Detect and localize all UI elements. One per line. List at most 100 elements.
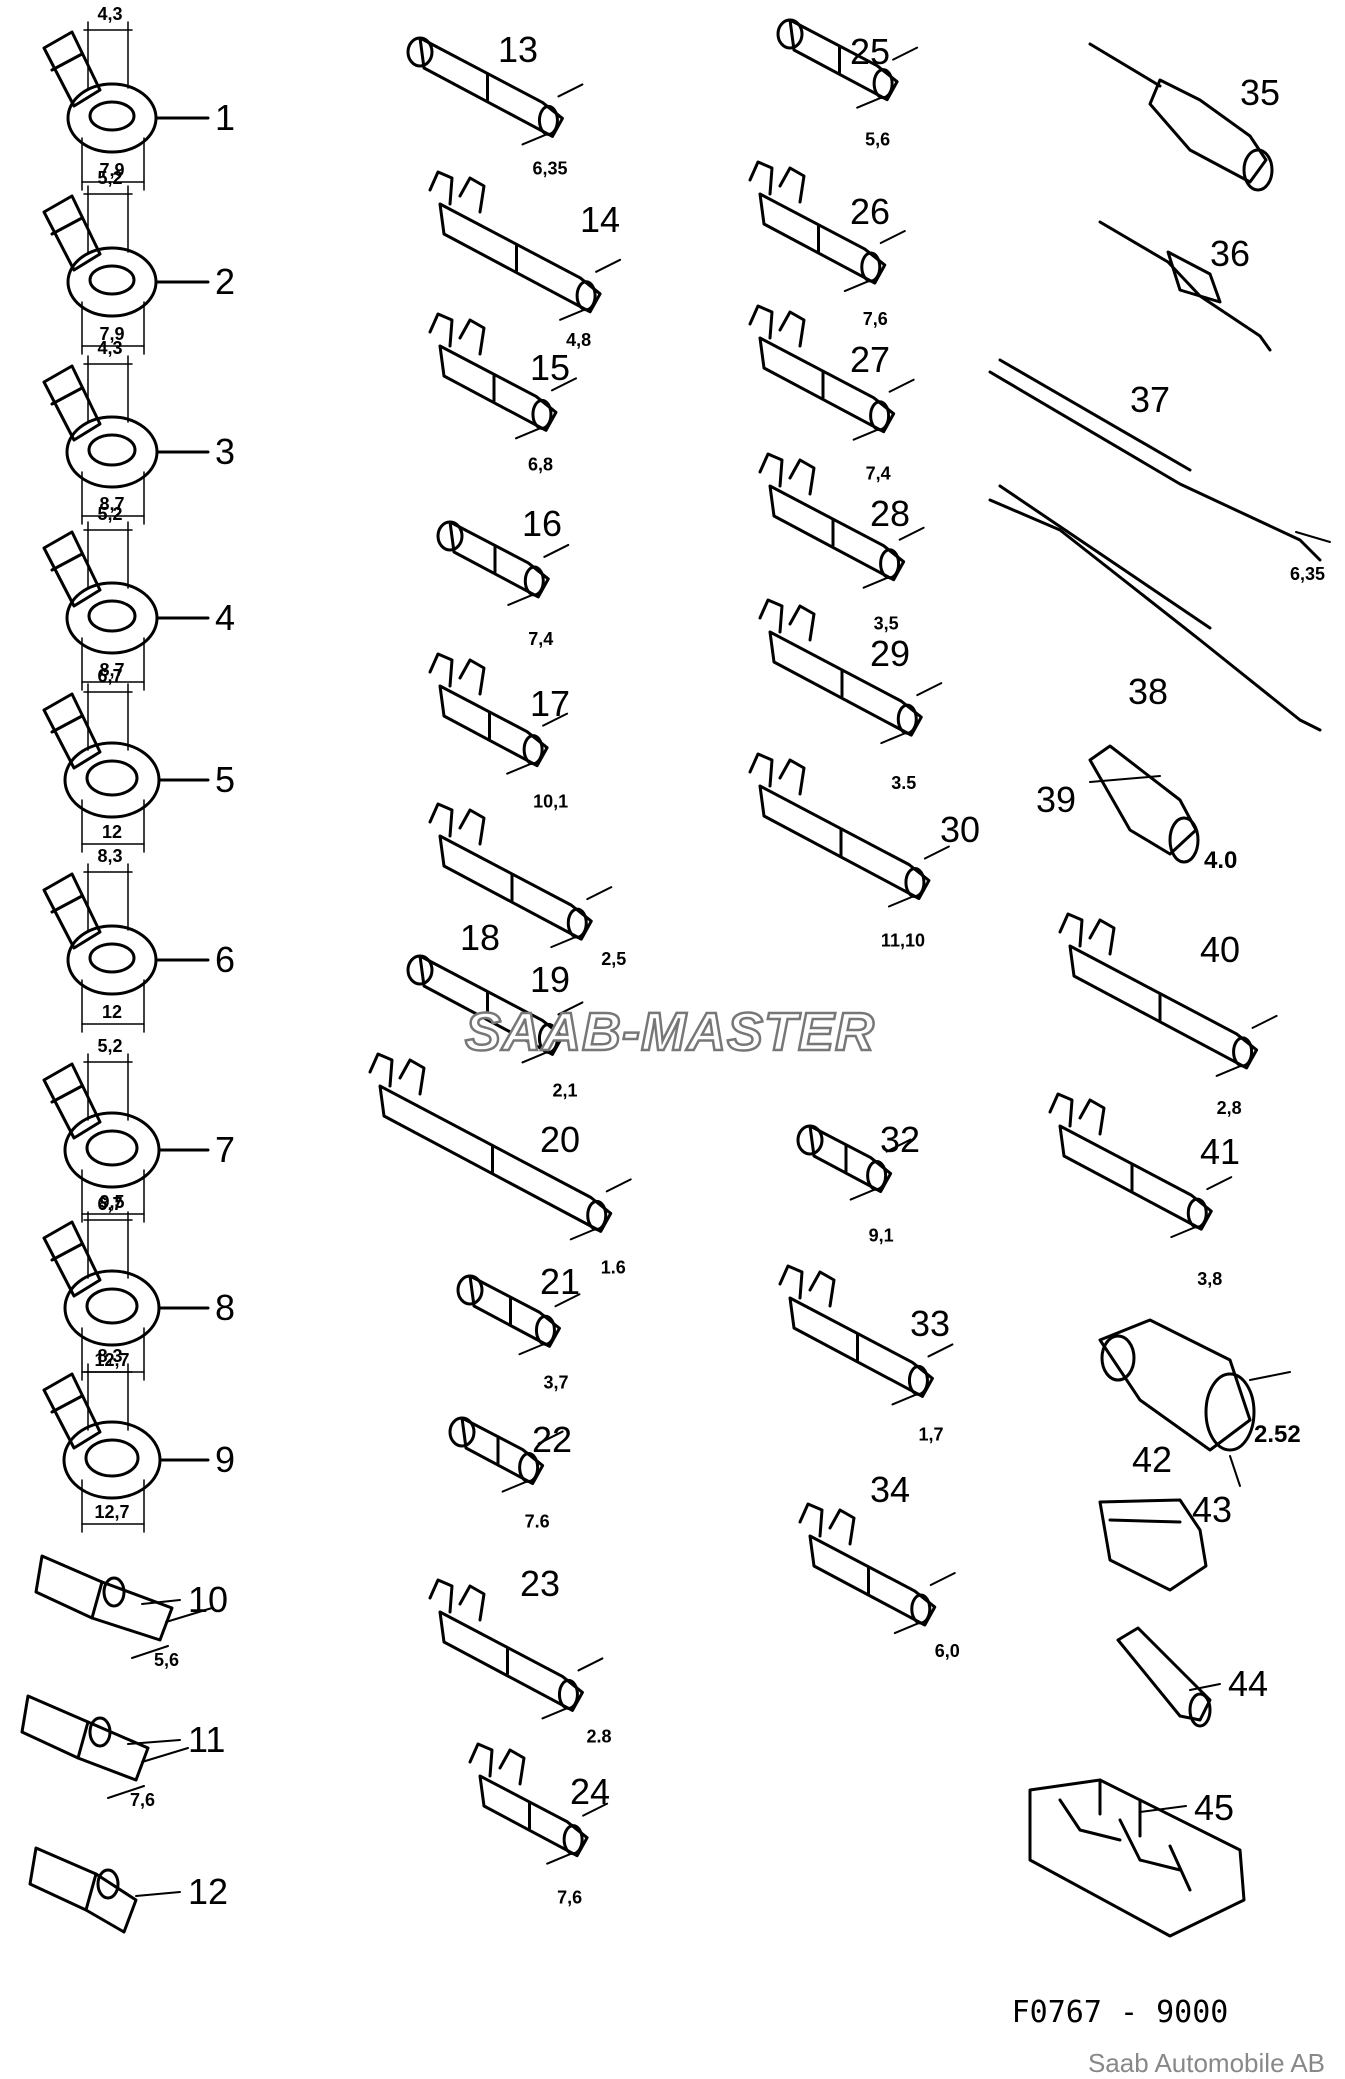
dimension-label: 9,1 bbox=[869, 1226, 894, 1246]
terminal-18 bbox=[428, 802, 613, 949]
dimension-label: 6,35 bbox=[1290, 564, 1325, 584]
dimension-label: 1.6 bbox=[601, 1257, 626, 1277]
dimension-label: 8,7 bbox=[99, 494, 124, 514]
part-number: 28 bbox=[870, 493, 910, 534]
part-number: 29 bbox=[870, 633, 910, 674]
figure-code: F0767 - 9000 bbox=[1012, 1995, 1229, 2030]
ring-terminal-9 bbox=[42, 1363, 210, 1533]
terminal-33 bbox=[778, 1264, 954, 1406]
dimension-label: 6,7 bbox=[97, 1194, 122, 1214]
ring-terminal-7 bbox=[42, 1053, 210, 1223]
terminal-21 bbox=[456, 1274, 581, 1356]
terminal-25 bbox=[776, 18, 919, 109]
terminal-15 bbox=[428, 312, 577, 440]
terminal-16 bbox=[436, 520, 570, 606]
dimension-label: 5,6 bbox=[154, 1650, 179, 1670]
dimension-label: 4.0 bbox=[1204, 847, 1237, 874]
part-number: 5 bbox=[215, 759, 235, 800]
clip-43 bbox=[1098, 1498, 1208, 1592]
part-number: 20 bbox=[540, 1119, 580, 1160]
dimension-label: 5,2 bbox=[97, 168, 122, 188]
dimension-label: 10,1 bbox=[533, 792, 568, 812]
ring-terminal-3 bbox=[42, 355, 210, 525]
part-number: 3 bbox=[215, 431, 235, 472]
dimension-label: 1,7 bbox=[918, 1424, 943, 1444]
part-number: 26 bbox=[850, 191, 890, 232]
dimension-label: 5,2 bbox=[97, 504, 122, 524]
dimension-label: 3,7 bbox=[543, 1372, 568, 1392]
dimension-label: 2,1 bbox=[552, 1080, 577, 1100]
dimension-label: 6,0 bbox=[935, 1641, 960, 1661]
copyright-text: Saab Automobile AB bbox=[1088, 2048, 1325, 2078]
ring-terminal-5 bbox=[42, 683, 210, 853]
dimension-label: 4,3 bbox=[97, 338, 122, 358]
terminal-14 bbox=[428, 170, 622, 321]
part-number: 10 bbox=[188, 1579, 228, 1620]
dimension-label: 3,5 bbox=[874, 614, 899, 634]
part-number: 27 bbox=[850, 339, 890, 380]
dimension-label: 7,6 bbox=[863, 309, 888, 329]
terminal-10 bbox=[34, 1554, 213, 1659]
part-number: 39 bbox=[1036, 779, 1076, 820]
part-number: 37 bbox=[1130, 379, 1170, 420]
ring-terminal-1 bbox=[42, 21, 210, 191]
dimension-label: 4,3 bbox=[97, 4, 122, 24]
part-number: 38 bbox=[1128, 671, 1168, 712]
part-number: 18 bbox=[460, 917, 500, 958]
terminal-40 bbox=[1058, 912, 1278, 1077]
terminal-drawings bbox=[20, 18, 1331, 1938]
ring-terminal-4 bbox=[42, 521, 210, 691]
dimension-label: 6,35 bbox=[532, 158, 567, 178]
part-number: 23 bbox=[520, 1563, 560, 1604]
dimension-label: 12,7 bbox=[94, 1350, 129, 1370]
part-number: 17 bbox=[530, 683, 570, 724]
terminal-29 bbox=[758, 598, 943, 745]
part-number: 14 bbox=[580, 199, 620, 240]
part-number: 21 bbox=[540, 1261, 580, 1302]
terminal-22 bbox=[448, 1416, 564, 1493]
part-number: 42 bbox=[1132, 1439, 1172, 1480]
ring-terminal-6 bbox=[42, 863, 210, 1033]
dimension-label: 5,6 bbox=[865, 130, 890, 150]
terminal-11 bbox=[20, 1694, 189, 1799]
dimension-label: 4,8 bbox=[566, 330, 591, 350]
sleeve-39 bbox=[1088, 744, 1200, 864]
ring-terminal-8 bbox=[42, 1211, 210, 1381]
part-number: 24 bbox=[570, 1771, 610, 1812]
dimension-label: 11,10 bbox=[881, 931, 925, 951]
terminal-20 bbox=[368, 1052, 632, 1241]
dimension-label: 8,7 bbox=[99, 660, 124, 680]
part-number: 32 bbox=[880, 1119, 920, 1160]
part-number: 19 bbox=[530, 959, 570, 1000]
terminal-12 bbox=[28, 1846, 181, 1934]
terminal-41 bbox=[1048, 1092, 1233, 1239]
part-number: 25 bbox=[850, 31, 890, 72]
part-number: 7 bbox=[215, 1129, 235, 1170]
part-number: 13 bbox=[498, 29, 538, 70]
part-number: 16 bbox=[522, 503, 562, 544]
dimension-label: 2.8 bbox=[586, 1726, 611, 1746]
terminal-17 bbox=[428, 652, 569, 775]
part-number: 33 bbox=[910, 1303, 950, 1344]
dimension-label: 6,8 bbox=[528, 454, 553, 474]
dimension-label: 7.6 bbox=[525, 1512, 550, 1532]
dimension-label: 3,8 bbox=[1197, 1269, 1222, 1289]
dimension-label: 7,9 bbox=[99, 160, 124, 180]
terminal-13 bbox=[406, 36, 584, 146]
part-number: 44 bbox=[1228, 1663, 1268, 1704]
part-number: 4 bbox=[215, 597, 235, 638]
part-number: 36 bbox=[1210, 233, 1250, 274]
ring-terminal-2 bbox=[42, 185, 210, 355]
part-number: 6 bbox=[215, 939, 235, 980]
part-number: 43 bbox=[1192, 1489, 1232, 1530]
watermark: SAAB-MASTER bbox=[465, 1002, 875, 1062]
dimension-label: 3.5 bbox=[891, 773, 916, 793]
part-number: 34 bbox=[870, 1469, 910, 1510]
part-number: 9 bbox=[215, 1439, 235, 1480]
dimension-label: 12 bbox=[102, 822, 122, 842]
part-number: 15 bbox=[530, 347, 570, 388]
part-number: 40 bbox=[1200, 929, 1240, 970]
part-number: 11 bbox=[188, 1719, 225, 1760]
terminal-23 bbox=[428, 1578, 604, 1720]
dimension-label: 2,5 bbox=[601, 949, 626, 969]
